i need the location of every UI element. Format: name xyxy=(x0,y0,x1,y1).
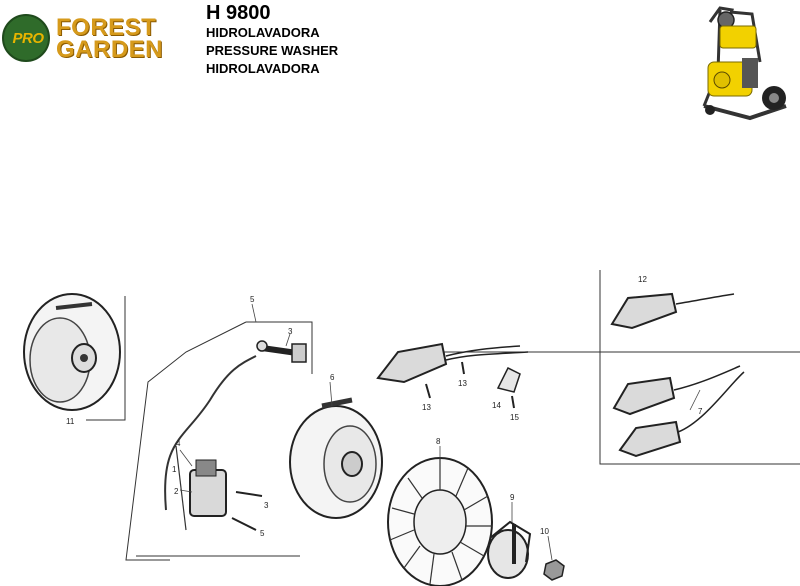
screw-13-drawing xyxy=(425,361,465,399)
badge-label: PRO xyxy=(12,30,44,47)
part-10-nut-drawing xyxy=(543,559,565,581)
part-6-drawing xyxy=(289,397,383,519)
module-top-drawing xyxy=(376,342,529,384)
part-2-coil-drawing xyxy=(164,355,263,531)
title-line-1: HIDROLAVADORA xyxy=(206,25,320,40)
label-part-14: 14 xyxy=(492,401,501,410)
exploded-parts-diagram: 5 3 1 2 4 3 5 6 8 9 10 11 12 13 13 14 15… xyxy=(23,270,800,586)
part-11-drawing xyxy=(23,293,121,411)
label-part-5-top: 5 xyxy=(250,295,255,304)
label-part-4: 4 xyxy=(176,439,181,448)
label-part-5-bottom: 5 xyxy=(260,529,265,538)
label-part-13-left: 13 xyxy=(422,403,431,412)
label-part-11: 11 xyxy=(66,417,75,426)
label-part-13-right: 13 xyxy=(458,379,467,388)
bracket-line-top xyxy=(246,321,313,374)
label-part-6: 6 xyxy=(330,373,335,382)
brand-logo: PRO FOREST GARDEN xyxy=(2,10,192,64)
label-part-10: 10 xyxy=(540,527,549,536)
box-right-outline xyxy=(599,270,800,465)
title-line-2: PRESSURE WASHER xyxy=(206,43,339,58)
part-3-plug-cap-drawing xyxy=(256,340,307,363)
label-part-12: 12 xyxy=(638,275,647,284)
label-part-7: 7 xyxy=(698,407,703,416)
label-part-15: 15 xyxy=(510,413,519,422)
title-block: H 9800 HIDROLAVADORA PRESSURE WASHER HID… xyxy=(206,2,338,78)
brand-name-top: FOREST xyxy=(56,14,157,41)
title-line-3: HIDROLAVADORA xyxy=(206,61,320,76)
part-12-drawing xyxy=(610,292,735,330)
pro-badge: PRO xyxy=(2,14,50,62)
label-part-8: 8 xyxy=(436,437,441,446)
pressure-washer-photo xyxy=(690,2,796,130)
model-number: H 9800 xyxy=(206,2,271,24)
bracket-line-left xyxy=(125,321,247,561)
part-7-drawing xyxy=(612,365,745,458)
part-9-cup-drawing xyxy=(487,520,532,579)
label-part-9: 9 xyxy=(510,493,515,502)
label-part-3-bottom: 3 xyxy=(264,501,269,510)
label-part-3-top: 3 xyxy=(288,327,293,336)
frame-line-11 xyxy=(86,296,126,421)
label-part-1: 1 xyxy=(172,465,177,474)
part-14-bracket-drawing xyxy=(496,366,521,409)
part-8-fan-drawing xyxy=(387,457,493,586)
brand-name-bottom: GARDEN xyxy=(56,36,164,63)
label-part-2: 2 xyxy=(174,487,179,496)
